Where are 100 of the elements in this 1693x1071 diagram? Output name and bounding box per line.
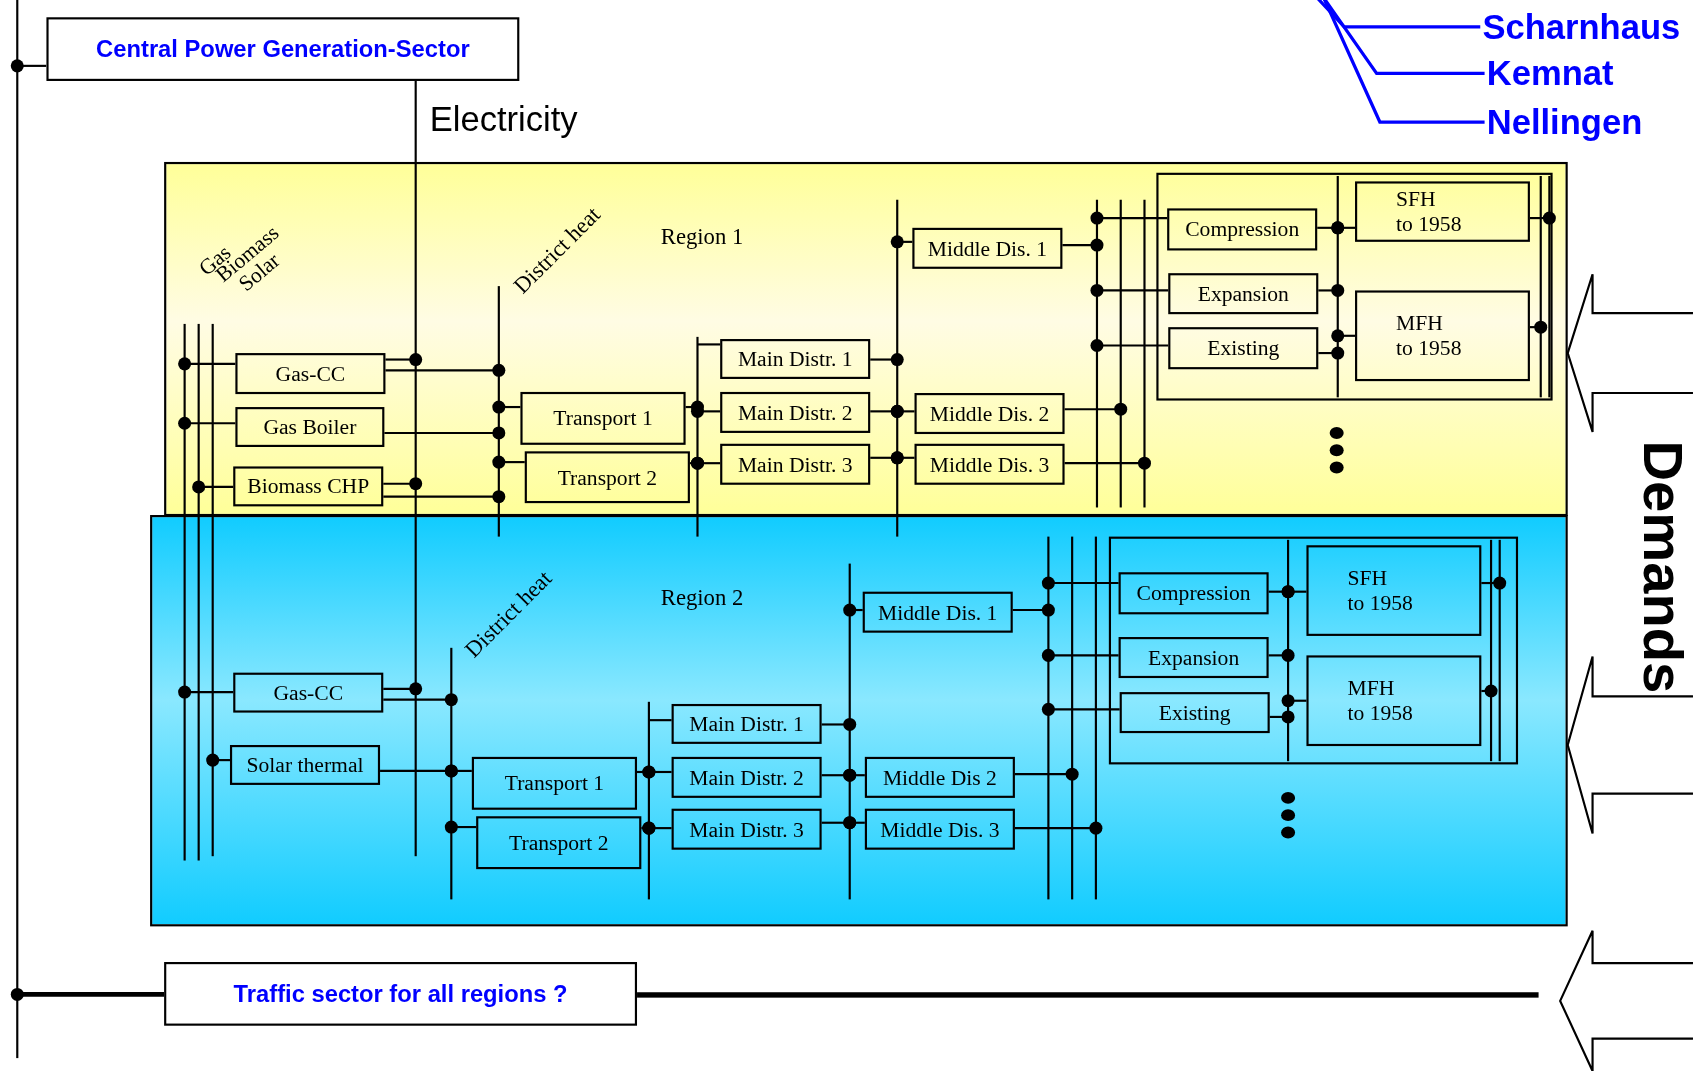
process-box: [914, 443, 1065, 485]
connector-line: [890, 235, 913, 249]
box-label: Expansion: [1197, 281, 1289, 307]
process-box: [864, 808, 1015, 850]
connector-line: [178, 357, 236, 371]
bus-bar: [414, 161, 418, 857]
bus-bar: [449, 647, 453, 900]
connector-line: [1481, 576, 1507, 590]
box-label: Compression: [1136, 580, 1251, 606]
box-label: Middle Dis 2: [882, 764, 997, 790]
connector-line: [383, 490, 506, 504]
leader-line: [1316, 0, 1481, 29]
connector-line: [206, 753, 230, 767]
bus-bar: [197, 323, 200, 861]
box-label: Main Distr. 1: [737, 346, 853, 372]
connector-line: [10, 59, 47, 73]
box-label: to 1958: [1396, 211, 1462, 237]
connector-line: [192, 480, 234, 494]
connector-line: [1331, 221, 1355, 235]
box-label: Middle Dis. 3: [880, 816, 1000, 842]
bus-bar: [1548, 176, 1551, 398]
process-box: [864, 756, 1015, 798]
connector-line: [178, 416, 236, 430]
process-box: [671, 703, 822, 744]
process-box: [720, 339, 871, 379]
process-box: [520, 391, 686, 445]
box-label: Transport 1: [553, 405, 653, 431]
box-label: to 1958: [1347, 590, 1413, 616]
box-label: Main Distr. 2: [689, 764, 804, 790]
group-frame: [1108, 536, 1519, 765]
process-box: [524, 451, 690, 504]
sector-box: [164, 962, 637, 1026]
box-label: Main Distr. 3: [689, 816, 804, 842]
connector-line: [843, 768, 865, 782]
connector-line: [1064, 456, 1151, 470]
connector-line: [1014, 767, 1079, 781]
connector-line: [1268, 648, 1295, 662]
connector-line: [385, 353, 423, 367]
process-box: [671, 808, 822, 850]
connector-line: [1281, 694, 1307, 708]
process-box: [1118, 637, 1269, 679]
block-arrow: [1566, 655, 1693, 835]
process-box: [720, 391, 871, 433]
box-label: to 1958: [1347, 700, 1413, 726]
box-label: Middle Dis. 1: [927, 235, 1048, 261]
place-name: Scharnhaus: [1482, 5, 1681, 49]
process-box: [1167, 208, 1318, 251]
bus-bar: [1539, 176, 1543, 398]
connector-line: [642, 765, 672, 779]
connector-line: [1281, 585, 1307, 599]
bus-bar: [848, 563, 852, 900]
process-box: [1118, 572, 1269, 615]
connector-line: [492, 400, 521, 414]
box-label: Biomass CHP: [247, 474, 370, 499]
connector-line: [1481, 684, 1498, 698]
process-box: [235, 353, 386, 395]
box-label: Transport 2: [509, 830, 609, 856]
bus-bar: [647, 701, 651, 900]
connector-line: [385, 363, 506, 377]
connector-line: [444, 764, 472, 778]
box-label: Transport 1: [504, 770, 605, 796]
process-box: [235, 407, 385, 447]
box-label: Compression: [1185, 217, 1300, 242]
bus-bar: [1070, 536, 1074, 900]
bus-bar: [15, 0, 19, 1059]
connector-line: [383, 682, 423, 696]
bus-bar: [895, 199, 899, 537]
process-box: [1355, 181, 1530, 242]
connector-line: [1318, 346, 1345, 360]
box-label: Middle Dis. 2: [929, 401, 1050, 426]
box-label: Middle Dis. 3: [929, 451, 1050, 477]
box-label: SFH: [1347, 565, 1388, 591]
box-label: Middle Dis. 1: [878, 599, 998, 625]
connector-line: [1041, 648, 1119, 662]
sector-title: Traffic sector for all regions ?: [233, 979, 568, 1008]
connector-line: [1529, 320, 1548, 334]
flow-label: Electricity: [429, 99, 578, 140]
connector-line: [1090, 283, 1169, 297]
box-label: MFH: [1396, 310, 1443, 336]
bus-bar: [1143, 199, 1146, 508]
bus-bar: [1094, 536, 1098, 900]
bus-bar: [1047, 536, 1050, 900]
connector-line: [444, 820, 477, 834]
connector-line: [690, 456, 721, 470]
box-label: Existing: [1207, 335, 1280, 361]
process-box: [1168, 327, 1319, 370]
connector-line: [1331, 329, 1355, 343]
box-label: SFH: [1396, 186, 1436, 212]
connector-line: [1269, 710, 1295, 724]
connector-line: [821, 717, 857, 731]
region-heading: Region 1: [660, 223, 744, 251]
connector-line: [642, 821, 672, 835]
connector-line: [1090, 211, 1168, 225]
connector-line: [1529, 211, 1556, 225]
connector-line: [414, 81, 417, 162]
bus-bar: [637, 991, 1539, 998]
bus-bar: [1489, 539, 1493, 762]
box-label: Main Distr. 1: [689, 711, 804, 737]
connector-line: [890, 404, 915, 418]
place-name: Nellingen: [1486, 100, 1643, 144]
